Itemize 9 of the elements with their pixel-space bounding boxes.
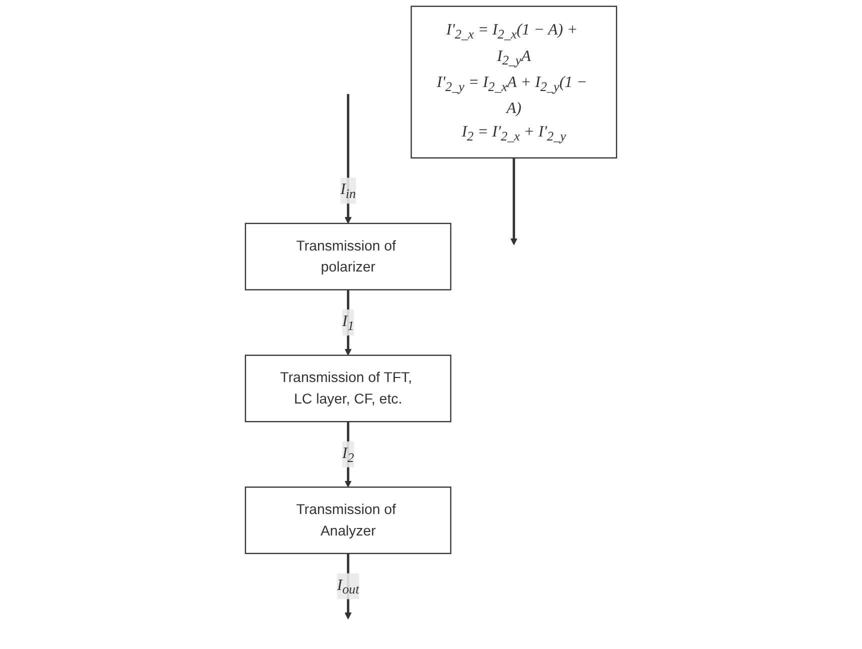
node-box: I'$_{2_x}$ = I$_{2_x}$(1 − A) + I$_{2_y}$A I'$_{2_y}$ = I$_{2_x}$A + I$_{2_y}$(1 − A) I$_{2}$ = I'$_{2_x}$ + I'$_{2_y}$ xyxy=(410,6,618,158)
node-box: Transmission of polarizer xyxy=(244,222,452,290)
edge-label: I$_{out}$ xyxy=(337,576,360,597)
arrow xyxy=(510,158,518,246)
node-box: Transmission of TFT, LC layer, CF, etc. xyxy=(244,354,452,422)
edge-label: I$_{in}$ xyxy=(340,180,356,202)
edge-label: I$_{1}$ xyxy=(342,312,354,334)
edge-label: I$_{2}$ xyxy=(342,444,354,466)
node-box: Transmission of Analyzer xyxy=(244,486,452,554)
